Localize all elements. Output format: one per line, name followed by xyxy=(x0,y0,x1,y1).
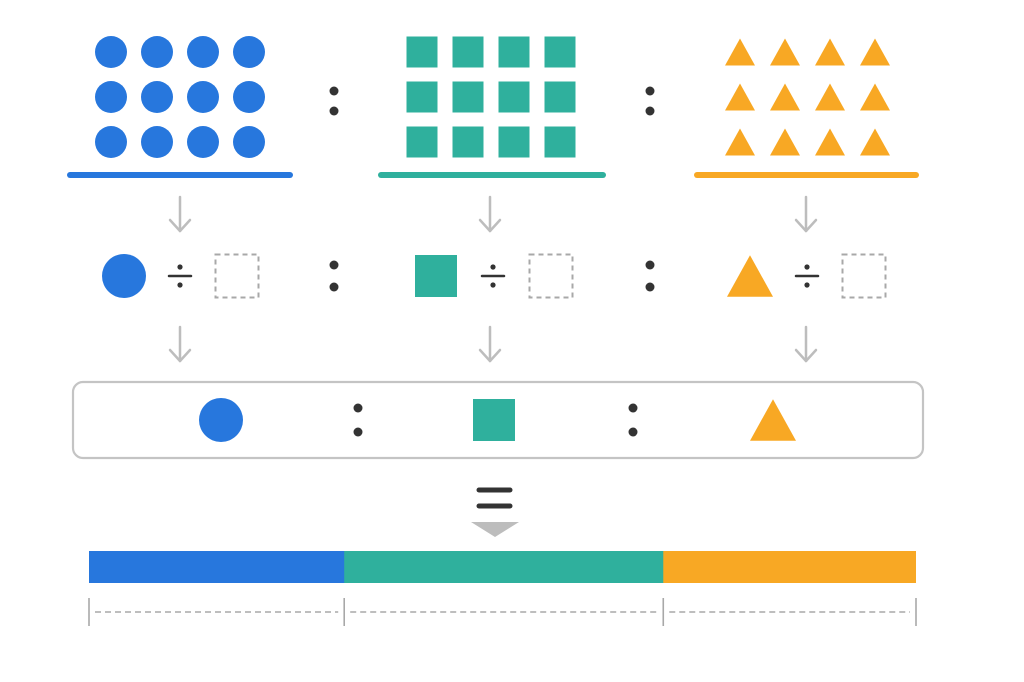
square-item xyxy=(544,126,576,158)
colon-icon xyxy=(353,403,363,437)
circle-item xyxy=(233,36,265,68)
arrow-down-icon xyxy=(168,195,192,233)
circle-item xyxy=(233,126,265,158)
shape-group-square xyxy=(378,36,606,178)
dashed-box-icon xyxy=(528,253,574,299)
triangle-item xyxy=(725,128,755,156)
circle-item xyxy=(187,126,219,158)
colon-icon xyxy=(628,403,638,437)
arrow-down-icon xyxy=(794,325,818,363)
dashed-box-icon xyxy=(841,253,887,299)
arrow-down-icon xyxy=(794,195,818,233)
shape-group-circle xyxy=(67,36,293,178)
triangle-unit xyxy=(727,255,773,297)
divide-dot xyxy=(804,282,810,288)
circle-item xyxy=(95,81,127,113)
colon-dot xyxy=(329,106,339,116)
square-item xyxy=(544,81,576,113)
colon-dot xyxy=(353,427,363,437)
circle-item xyxy=(95,126,127,158)
square-item xyxy=(498,126,530,158)
colon-icon xyxy=(645,260,655,292)
circle-item xyxy=(233,81,265,113)
colon-dot xyxy=(645,106,655,116)
colon-icon xyxy=(645,86,655,116)
triangle-item xyxy=(815,38,845,66)
triangle-item xyxy=(815,83,845,111)
arrow-head xyxy=(794,348,818,363)
triangle-item xyxy=(725,83,755,111)
arrow-head xyxy=(794,218,818,233)
result-square xyxy=(473,399,515,441)
colon-dot xyxy=(329,86,339,96)
ratio-bar-segment-teal xyxy=(344,551,664,583)
dashed-box-icon xyxy=(214,253,260,299)
arrow-head xyxy=(478,218,502,233)
triangle-item xyxy=(770,38,800,66)
square-item xyxy=(498,36,530,68)
divide-icon xyxy=(480,264,506,288)
square-unit xyxy=(415,255,457,297)
result-circle xyxy=(199,398,243,442)
square-item xyxy=(406,81,438,113)
circle-item xyxy=(141,81,173,113)
arrow-down-icon xyxy=(478,325,502,363)
division-step-triangle xyxy=(727,255,773,297)
divide-dot xyxy=(804,264,810,270)
circle-item xyxy=(187,81,219,113)
colon-dot xyxy=(645,282,655,292)
circle-item xyxy=(141,36,173,68)
colon-dot xyxy=(645,260,655,270)
colon-dot xyxy=(645,86,655,96)
equals-icon xyxy=(476,487,513,509)
circle-item xyxy=(95,36,127,68)
ratio-bar-segment-orange xyxy=(663,551,916,583)
shape-group-triangle xyxy=(694,38,919,178)
triangle-item xyxy=(770,128,800,156)
divide-icon xyxy=(167,264,193,288)
triangle-item xyxy=(860,128,890,156)
divide-dot xyxy=(490,264,496,270)
square-item xyxy=(406,36,438,68)
ratio-bar-scale xyxy=(88,598,917,626)
divide-dot xyxy=(177,282,183,288)
circle-item xyxy=(187,36,219,68)
colon-dot xyxy=(353,403,363,413)
colon-dot xyxy=(628,427,638,437)
colon-dot xyxy=(329,282,339,292)
square-item xyxy=(544,36,576,68)
divide-icon xyxy=(794,264,820,288)
triangle-item xyxy=(860,83,890,111)
arrow-head xyxy=(168,218,192,233)
square-item xyxy=(452,36,484,68)
triangle-item xyxy=(770,83,800,111)
circle-unit xyxy=(102,254,146,298)
square-item xyxy=(452,81,484,113)
circle-item xyxy=(141,126,173,158)
colon-dot xyxy=(329,260,339,270)
arrow-head xyxy=(478,348,502,363)
arrow-down-icon xyxy=(168,325,192,363)
colon-dot xyxy=(628,403,638,413)
colon-icon xyxy=(329,260,339,292)
ratio-bar xyxy=(89,551,916,583)
square-item xyxy=(406,126,438,158)
arrow-head xyxy=(168,348,192,363)
square-item xyxy=(452,126,484,158)
division-step-circle xyxy=(102,254,146,298)
triangle-down-icon xyxy=(471,522,519,537)
ratio-bar-segment-blue xyxy=(89,551,345,583)
divide-dot xyxy=(177,264,183,270)
colon-icon xyxy=(329,86,339,116)
triangle-item xyxy=(860,38,890,66)
arrow-down-icon xyxy=(478,195,502,233)
divide-dot xyxy=(490,282,496,288)
square-item xyxy=(498,81,530,113)
triangle-item xyxy=(725,38,755,66)
division-step-square xyxy=(415,255,457,297)
triangle-item xyxy=(815,128,845,156)
result-triangle xyxy=(750,399,796,441)
